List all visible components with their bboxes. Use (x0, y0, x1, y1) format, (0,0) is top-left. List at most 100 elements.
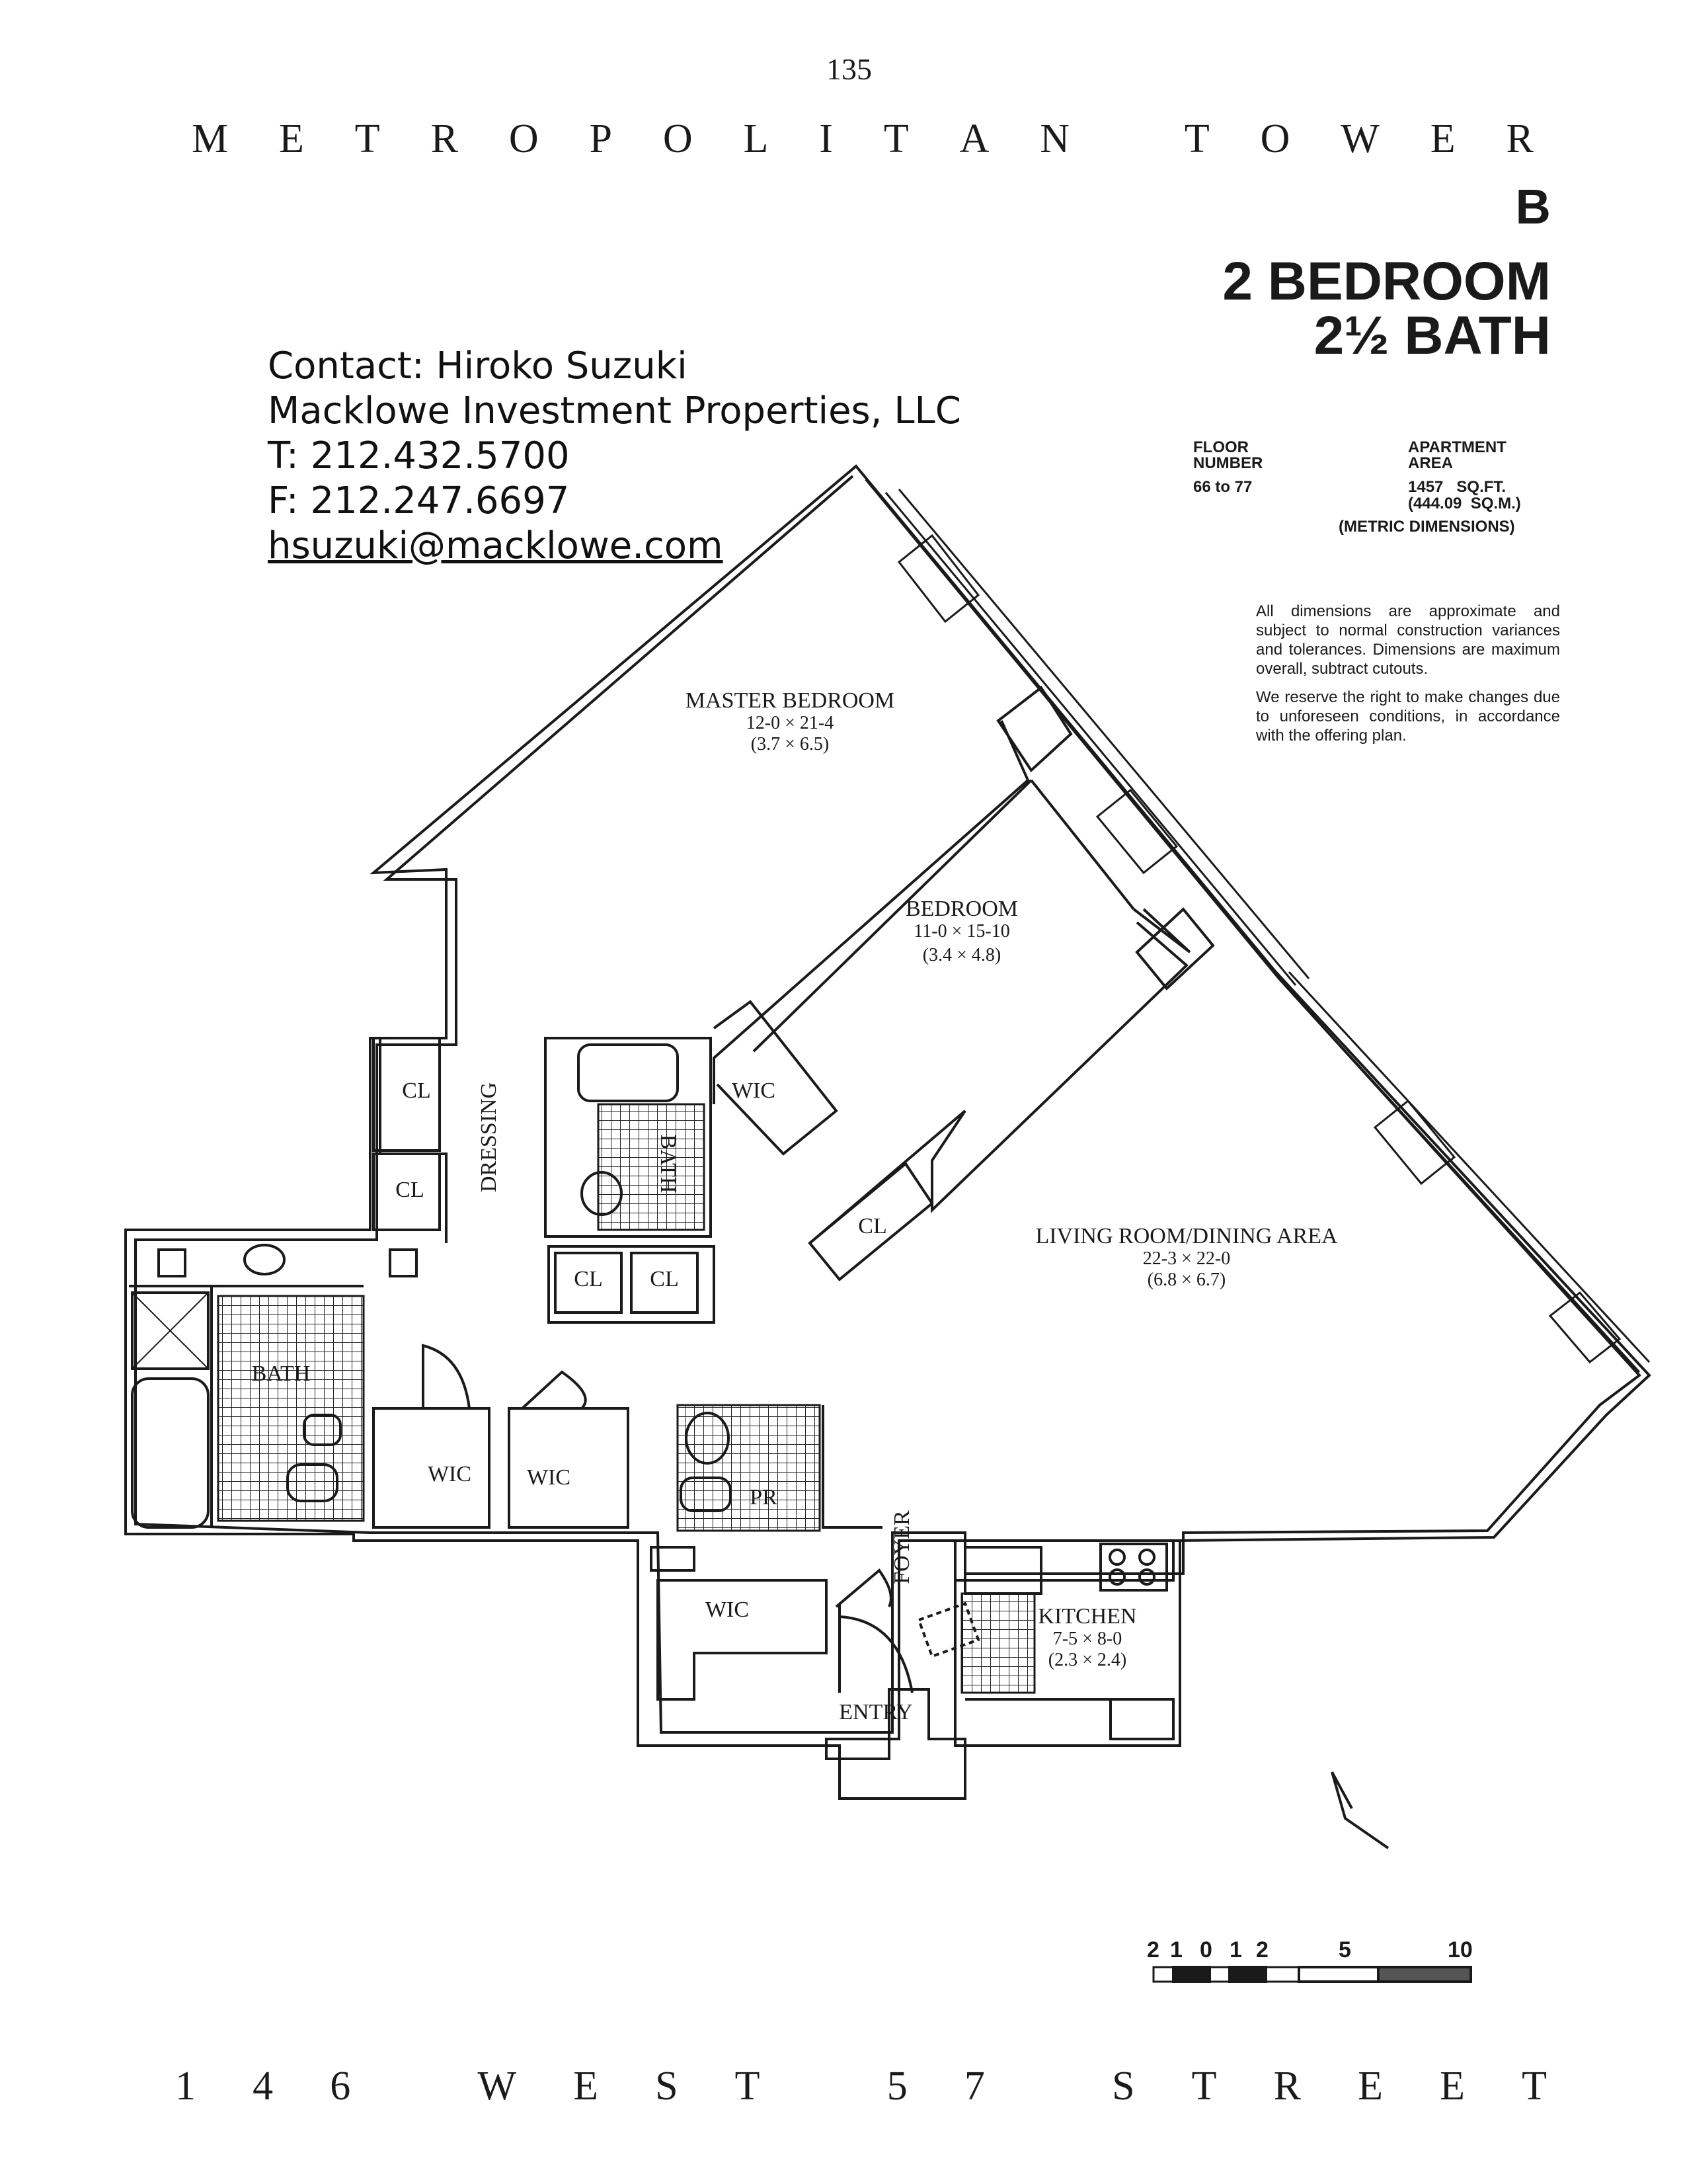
closet-label-1: CL (402, 1078, 430, 1103)
title-letter-10: A (959, 116, 990, 161)
dressing-label: DRESSING (477, 1082, 501, 1192)
bedroom-column (996, 686, 1215, 991)
master-bedroom-imperial: 12-0 × 21-4 (746, 713, 834, 733)
address-letter-14: R (1273, 2064, 1302, 2109)
kitchen-walls (954, 1539, 1181, 1747)
address-letter-9: 5 (886, 2064, 908, 2109)
kitchen-sink (1109, 1698, 1175, 1740)
bedroom-wall (752, 779, 1191, 1053)
area-sqft-value: 1457 (1408, 478, 1444, 496)
master-cabinet-1 (157, 1248, 186, 1277)
bedroom-label: BEDROOM (906, 897, 1018, 921)
scale-label-10: 10 (1448, 1937, 1473, 1962)
contact-block: Contact: Hiroko Suzuki Macklowe Investme… (268, 344, 961, 569)
living-metric: (6.8 × 6.7) (1148, 1270, 1226, 1290)
address-letter-16: E (1440, 2064, 1465, 2109)
outer-wall-inner (134, 475, 1641, 1734)
title-letter-8: I (819, 116, 833, 161)
burner-2 (1138, 1549, 1155, 1566)
address-letter-6: S (655, 2064, 678, 2109)
window-band (884, 489, 1651, 1373)
closet-label-2: CL (395, 1178, 424, 1202)
toilet-master-1 (303, 1414, 342, 1446)
foyer-wic-door (835, 1568, 892, 1608)
shower (131, 1291, 210, 1370)
wic-bedroom-walls (713, 1000, 838, 1156)
kitchen-tile (960, 1592, 1036, 1694)
burner-1 (1109, 1549, 1126, 1566)
wic-pair-walls (372, 1407, 629, 1529)
closet-row (554, 1252, 699, 1314)
master-bedroom-wall (713, 720, 1030, 1104)
title-letter-1: E (279, 116, 304, 161)
floor-label-line1: FLOOR (1193, 438, 1249, 456)
contact-company: Macklowe Investment Properties, LLC (268, 389, 961, 432)
foyer-shelf (650, 1546, 695, 1572)
closet-label-5: CL (858, 1214, 886, 1238)
title-letter-3: R (430, 116, 458, 161)
wic-label-1: WIC (428, 1462, 471, 1486)
title-letter-16: E (1430, 116, 1456, 161)
scale-labels: 2 1 0 1 2 5 10 (1147, 1937, 1491, 1964)
floor-number-label: FLOOR NUMBER (1193, 440, 1263, 471)
title-letter-7: L (743, 116, 769, 161)
bath-count: 2½ BATH (1313, 305, 1551, 366)
scale-seg-4 (1377, 1966, 1472, 1983)
wic-doors (422, 1344, 587, 1410)
foyer-wic (656, 1579, 828, 1701)
bedroom-count: 2 BEDROOM (1222, 251, 1551, 311)
powder-room-label: PR (750, 1485, 777, 1510)
address-letter-0: 1 (175, 2064, 196, 2109)
address-letter-5: E (573, 2064, 598, 2109)
address-letter-4: W (477, 2064, 516, 2109)
living-bottom-wall (822, 1405, 882, 1529)
master-sink-left (243, 1244, 286, 1275)
address-letter-11 (1042, 2063, 1055, 2110)
master-cabinet-2 (389, 1248, 418, 1277)
outer-wall (124, 464, 1651, 1800)
foyer-label: FOYER (890, 1510, 914, 1584)
contact-email-link[interactable]: hsuzuki@macklowe.com (268, 524, 723, 567)
kitchen-door (917, 1601, 980, 1658)
area-sqm-value: (444.09 (1408, 495, 1462, 512)
area-sqft: 1457 SQ.FT. (1408, 479, 1506, 495)
sink-2 (580, 1171, 623, 1216)
master-bath-label: BATH (252, 1361, 311, 1386)
bedroom-living-wall (808, 921, 1189, 1244)
title-letter-9: T (883, 116, 909, 161)
bathtub-master (131, 1377, 210, 1529)
master-bedroom-metric: (3.7 × 6.5) (751, 734, 829, 754)
address-letter-13: T (1191, 2064, 1217, 2109)
title-letter-2: T (354, 116, 380, 161)
wic-label-bedroom: WIC (732, 1078, 775, 1103)
master-bath-walls (129, 1285, 364, 1527)
dressing-closets (372, 1037, 441, 1231)
bath-2-walls (544, 1037, 715, 1324)
title-letter-0: M (192, 116, 229, 161)
floor-number-value: 66 to 77 (1193, 478, 1253, 496)
living-label: LIVING ROOM/DINING AREA (1035, 1224, 1338, 1248)
burner-3 (1109, 1568, 1126, 1586)
title-letter-15: W (1341, 116, 1380, 161)
scale-label-0: 0 (1200, 1937, 1212, 1962)
title-letter-13: T (1184, 116, 1210, 161)
bedroom-metric: (3.4 × 4.8) (923, 945, 1001, 965)
address-letter-1: 4 (253, 2064, 274, 2109)
area-sqft-unit: SQ.FT. (1456, 478, 1507, 496)
area-label-line2: AREA (1408, 454, 1454, 472)
contact-phone: T: 212.432.5700 (268, 434, 570, 477)
title-letter-11: N (1040, 116, 1070, 161)
wic-label-2: WIC (527, 1465, 570, 1490)
burner-4 (1138, 1568, 1155, 1586)
address-letter-10: 7 (964, 2064, 985, 2109)
stove (1099, 1543, 1168, 1592)
bathtub-2 (577, 1043, 679, 1102)
powder-toilet (680, 1476, 732, 1512)
wic-label-foyer: WIC (705, 1598, 749, 1622)
contact-name: Contact: Hiroko Suzuki (268, 344, 687, 387)
title-letter-6: O (662, 116, 693, 161)
area-sqm-unit: SQ.M.) (1470, 495, 1521, 512)
